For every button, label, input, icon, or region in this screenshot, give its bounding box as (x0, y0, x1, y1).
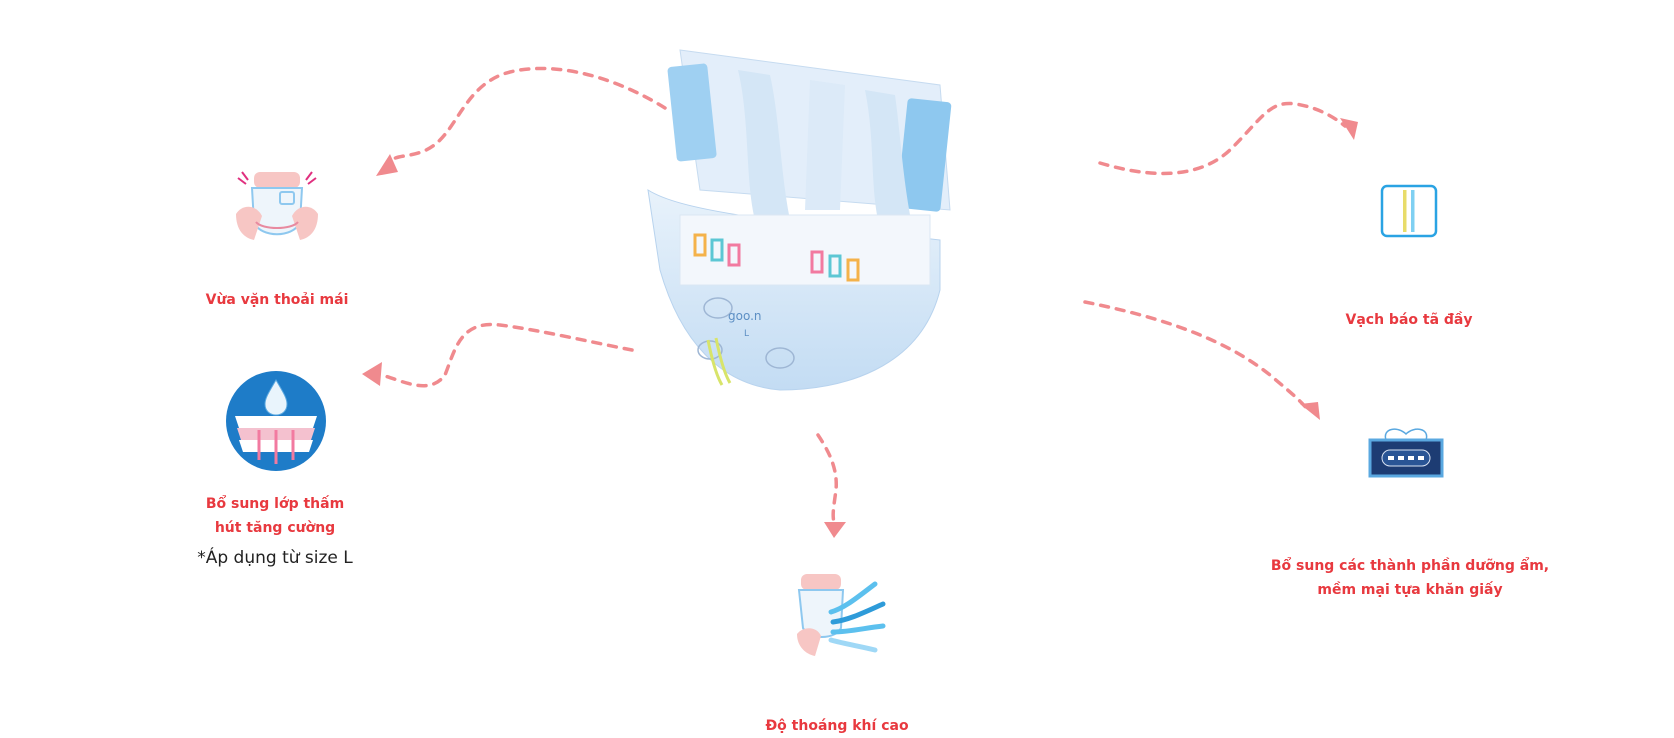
absorbent-layer-icon (226, 371, 326, 471)
absorb-label: Bổ sung lớp thấm hút tăng cường (205, 496, 345, 536)
indicator-label: Vạch báo tã đầy (1345, 312, 1473, 328)
comfort-fit-icon (236, 171, 318, 240)
arrowhead-absorb (362, 362, 382, 386)
arrow-to-indicator (1098, 101, 1347, 176)
breathable-label: Độ thoáng khí cao (765, 718, 909, 734)
arrowhead-breathable (824, 522, 846, 538)
tissue-box-icon (1368, 428, 1444, 478)
moisturize-label: Bổ sung các thành phần dưỡng ẩm, mềm mại… (1270, 558, 1550, 598)
arrowhead-fit (376, 154, 398, 176)
arrow-to-breathable (816, 433, 838, 524)
arrow-to-moisturize (1083, 300, 1310, 412)
wetness-indicator-icon (1380, 184, 1438, 238)
brand-mark: goo.n (728, 309, 762, 323)
breathable-air-icon (797, 574, 886, 656)
size-mark: L (744, 329, 749, 339)
fit-label: Vừa vặn thoải mái (205, 292, 349, 308)
arrow-to-fit (386, 66, 667, 164)
arrowhead-moisturize (1300, 402, 1320, 420)
arrowhead-indicator (1340, 118, 1358, 140)
arrow-to-absorb (383, 322, 634, 388)
absorb-size-note: *Áp dụng từ size L (197, 548, 353, 568)
diaper-product-image: goo.n L (647, 49, 952, 391)
